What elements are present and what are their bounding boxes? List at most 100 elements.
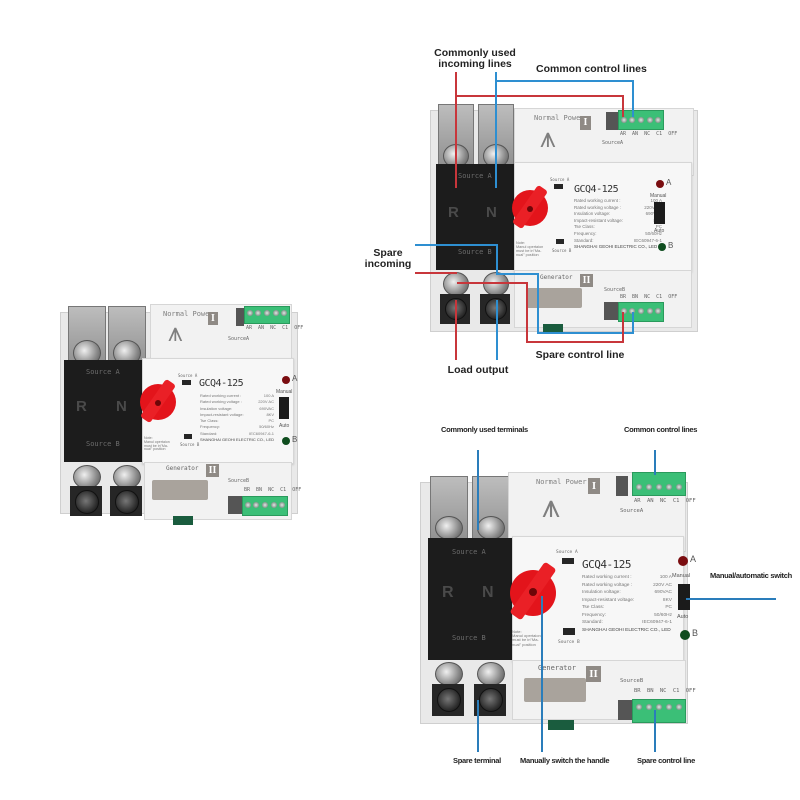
source-a-terminal-block (244, 306, 290, 324)
handle-hole (527, 206, 533, 212)
terminal-recess (236, 308, 244, 326)
source-b-terminal-labels: BR BN NC C1 OFF (244, 487, 302, 493)
source-b-terminal-block (618, 302, 664, 322)
led-a-label: A (292, 374, 298, 383)
spec-table: Rated working current :100 A Rated worki… (574, 198, 662, 250)
wire-control-live-drop (622, 95, 624, 117)
source-b-label: SourceB (228, 478, 250, 484)
wire-spare-live-horizontal (415, 272, 457, 274)
generator-label: Generator (538, 664, 576, 672)
source-a-window (562, 558, 574, 564)
generator-label: Generator (166, 465, 199, 472)
operation-note: Note: Manul opertaion must be in"Ma- nua… (512, 629, 541, 647)
wire-load-live (455, 300, 457, 360)
wire-load-neutral (496, 300, 498, 360)
switch-product-photo-left: Normal Power ⩚ I AR AN NC C1 OFF SourceA… (60, 300, 303, 525)
cover-source-b: Source B (458, 248, 492, 256)
wire-spare-control-live-h2 (526, 341, 624, 343)
cover-source-a: Source A (86, 368, 120, 376)
screw-bottom-n-1 (483, 272, 509, 296)
normal-power-label: Normal Power (536, 478, 587, 486)
manual-label: Manual (276, 389, 293, 395)
handle-hole (529, 588, 537, 596)
wire-incoming-live-vertical (455, 72, 457, 188)
model-number: GCQ4-125 (199, 378, 244, 389)
led-b-indicator (680, 630, 690, 640)
manual-auto-switch[interactable] (678, 584, 690, 610)
screw-top-r (435, 516, 463, 540)
label-manual-automatic-switch: Manual/automatic switch (710, 571, 792, 580)
spec-table: Rated working current :100 A Rated worki… (582, 575, 672, 633)
wire-spare-control-neutral-h2 (537, 332, 633, 334)
label-spare-control-line-bottom: Spare control line (637, 756, 695, 765)
normal-power-label: Normal Power (163, 310, 214, 318)
window-source-a-label: Source A (550, 177, 570, 182)
terminal-recess (616, 476, 628, 496)
led-b-label: B (668, 241, 674, 250)
source-a-terminal-block (632, 472, 686, 496)
led-a-indicator (282, 376, 290, 384)
label-spare-incoming: Spare incoming (364, 247, 412, 271)
screw-bottom-r-1 (73, 465, 101, 489)
cover-r: R (442, 584, 454, 601)
auto-label: Auto (654, 228, 665, 234)
led-b-label: B (292, 435, 298, 444)
switch-wiring-diagram-top: Normal Power ⩚ I AR AN NC C1 OFF SourceA… (430, 100, 700, 340)
led-a-label: A (666, 178, 672, 187)
source-b-terminal-block (242, 496, 288, 516)
manual-label: Manual (672, 573, 691, 579)
cover-n: N (116, 398, 127, 415)
source-b-label: SourceB (604, 287, 626, 293)
source-a-terminal-labels: AR AN NC C1 OFF (634, 498, 696, 504)
wire-spare-control-neutral-h1 (496, 273, 538, 275)
source-a-label: SourceA (228, 336, 250, 342)
roman-two-badge: II (206, 464, 219, 477)
generator-icon (526, 288, 582, 308)
switch-annotated-diagram-bottom: Normal Power ⩚ I AR AN NC C1 OFF SourceA… (420, 470, 698, 735)
wire-spare-control-live-v1 (526, 282, 528, 342)
leader-common-control-lines (654, 450, 656, 475)
terminal-recess-b (618, 700, 632, 720)
led-a-indicator (656, 180, 664, 188)
leader-spare-control-line (654, 710, 656, 752)
din-clip (543, 324, 563, 333)
operation-note: Note: Manul opertaion must be in"Ma- nua… (516, 241, 544, 257)
screw-bottom-r-2 (75, 490, 99, 514)
cover-source-a: Source A (458, 172, 492, 180)
operation-note: Note: Manul opertaion must be in"Ma- nua… (144, 436, 170, 452)
screw-bottom-r-1 (443, 272, 469, 296)
source-a-terminal-block (618, 110, 664, 130)
wire-control-neutral-horizontal (495, 80, 633, 82)
handle-hole (155, 400, 161, 406)
terminal-recess (606, 112, 618, 130)
screw-bottom-r-1 (435, 662, 463, 686)
leader-manual-automatic-switch (686, 598, 776, 600)
window-source-a-label: Source A (178, 373, 198, 378)
wire-incoming-neutral-vertical (495, 72, 497, 188)
window-source-b-label: Source B (558, 640, 580, 645)
led-b-indicator (282, 437, 290, 445)
label-spare-control-line: Spare control line (535, 349, 625, 361)
manual-auto-switch[interactable] (279, 397, 289, 419)
wire-spare-control-neutral-v2 (632, 312, 634, 334)
screw-bottom-n-2 (479, 688, 503, 712)
label-spare-terminal: Spare terminal (453, 756, 501, 765)
manual-label: Manual (650, 193, 667, 199)
manual-auto-switch[interactable] (654, 202, 665, 224)
leader-manual-handle (541, 596, 543, 752)
source-b-window (563, 628, 575, 635)
screw-bottom-n-2 (115, 490, 139, 514)
roman-one-badge: I (208, 312, 218, 325)
source-b-terminal-labels: BR BN NC C1 OFF (620, 294, 678, 300)
source-b-window (556, 239, 564, 244)
screw-bottom-r-2 (437, 688, 461, 712)
source-b-terminal-block (632, 699, 686, 723)
window-source-b-label: Source B (180, 442, 200, 447)
source-b-terminal-labels: BR BN NC C1 OFF (634, 688, 696, 694)
label-load-output: Load output (447, 364, 509, 376)
source-b-window (184, 434, 192, 439)
generator-label: Generator (540, 274, 573, 281)
source-a-terminal-labels: AR AN NC C1 OFF (620, 131, 678, 137)
leader-commonly-used-terminals (477, 450, 479, 530)
generator-icon (524, 678, 586, 702)
